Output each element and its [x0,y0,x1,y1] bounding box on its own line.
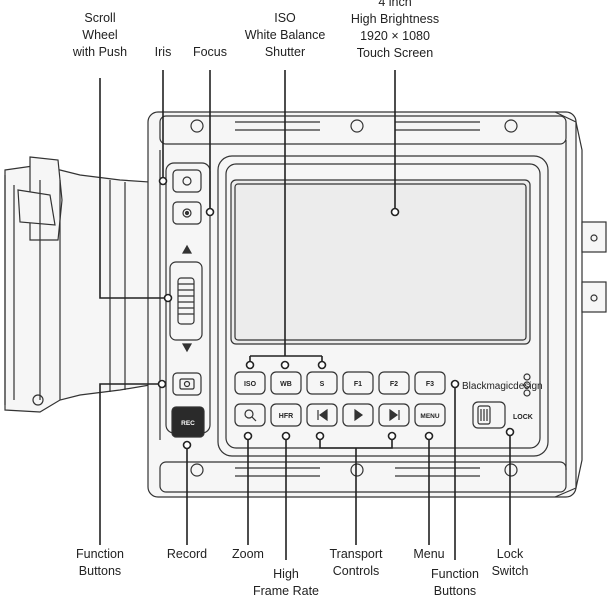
brand-logo-icon [523,373,531,397]
left-buttons [165,162,211,438]
f1-button-label: F1 [354,381,362,388]
f3-button[interactable] [414,371,446,395]
callout-record: Record [166,547,208,561]
callout-function-buttons-right: Function Buttons [431,567,479,598]
callout-lock-switch: Lock Switch [491,547,529,578]
play-button[interactable] [342,403,374,427]
callout-zoom: Zoom [232,547,264,561]
camera-icon [179,378,195,390]
callout-function-buttons-left: Function Buttons [76,547,124,578]
rec-button[interactable] [171,406,205,438]
f2-button[interactable] [378,371,410,395]
focus-icon [182,208,192,218]
lock-label: LOCK [513,414,533,421]
focus-button[interactable] [172,201,202,225]
wb-button[interactable] [270,371,302,395]
menu-button-label: MENU [420,413,439,420]
callout-lines [99,70,511,560]
up-arrow-icon [181,244,193,254]
skip-forward-icon [389,408,400,422]
callout-hfr: High Frame Rate [253,567,319,598]
callout-dots [157,176,515,450]
iris-icon [182,176,192,186]
callout-scroll-wheel: Scroll Wheel with Push [72,11,128,59]
f3-button-label: F3 [426,381,434,388]
play-icon [354,408,364,422]
button-row-2 [234,403,446,427]
iris-button[interactable] [172,169,202,193]
iso-button[interactable] [234,371,266,395]
zoom-button[interactable] [234,403,266,427]
callout-transport: Transport Controls [329,547,383,578]
hfr-button-label: HFR [279,413,293,420]
callout-focus: Focus [192,45,228,59]
skip-forward-button[interactable] [378,403,410,427]
s-button-label: S [320,381,325,388]
menu-button[interactable] [414,403,446,427]
wb-button-label: WB [280,381,292,388]
f1-button[interactable] [342,371,374,395]
camera-button[interactable] [172,372,202,396]
lens-mount [4,156,151,413]
callout-iris: Iris [154,45,172,59]
callout-iso-wb-shutter: ISO White Balance Shutter [244,11,326,59]
callout-menu: Menu [413,547,445,561]
button-row-1 [234,371,446,395]
brand-text: Blackmagicdesign [462,381,543,392]
zoom-icon [244,409,254,419]
down-arrow-icon [181,343,193,353]
s-button[interactable] [306,371,338,395]
skip-back-icon [317,408,328,422]
lock-switch[interactable] [472,401,506,429]
iso-button-label: ISO [244,381,257,388]
rec-button-label: REC [181,420,195,427]
hfr-button[interactable] [270,403,302,427]
callout-screen: 4 inch High Brightness 1920 × 1080 Touch… [350,0,440,60]
touch-screen[interactable] [230,179,531,345]
f2-button-label: F2 [390,381,398,388]
skip-back-button[interactable] [306,403,338,427]
